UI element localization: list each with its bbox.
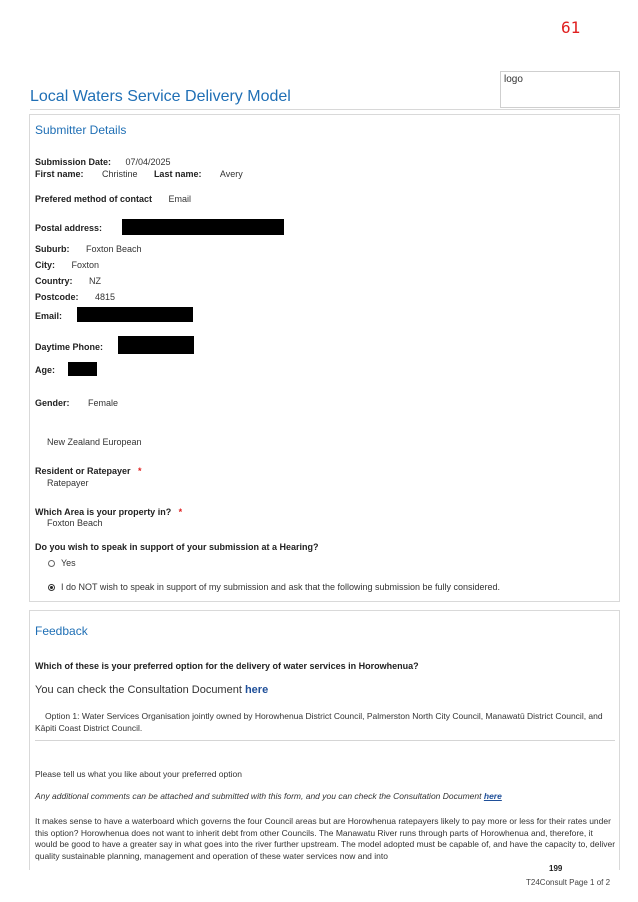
additional-comments-line: Any additional comments can be attached … xyxy=(35,791,502,803)
resident-ratepayer-value: Ratepayer xyxy=(47,478,89,488)
submitter-details-panel xyxy=(29,114,620,602)
country-value: NZ xyxy=(88,276,101,286)
hearing-yes-label: Yes xyxy=(61,558,76,568)
page-number: 61 xyxy=(561,18,581,37)
last-name-label: Last name: xyxy=(153,169,202,179)
resident-ratepayer-label: Resident or Ratepayer xyxy=(35,466,131,476)
first-name-label: First name: xyxy=(35,169,84,179)
daytime-phone-redacted xyxy=(118,336,194,354)
age-label: Age: xyxy=(35,365,55,375)
property-area-value: Foxton Beach xyxy=(47,518,103,528)
selected-option-text: Option 1: Water Services Organisation jo… xyxy=(35,711,603,733)
resident-label-row: Resident or Ratepayer * xyxy=(35,461,142,479)
email-redacted xyxy=(77,307,193,322)
email-label: Email: xyxy=(35,311,63,321)
logo-placeholder: logo xyxy=(500,71,620,108)
country-label: Country: xyxy=(35,276,73,286)
last-name-value: Avery xyxy=(219,169,243,179)
gender-row: Gender: Female xyxy=(35,393,118,411)
name-row: First name: Christine Last name: Avery xyxy=(35,164,243,182)
additional-comments-link[interactable]: here xyxy=(483,791,502,801)
daytime-phone-label: Daytime Phone: xyxy=(35,342,104,352)
hearing-option-no[interactable]: I do NOT wish to speak in support of my … xyxy=(48,582,500,592)
submission-date-value: 07/04/2025 xyxy=(125,157,171,167)
submission-date-row: Submission Date: 07/04/2025 xyxy=(35,152,171,170)
gender-label: Gender: xyxy=(35,398,70,408)
preferred-option-question: Which of these is your preferred option … xyxy=(35,661,419,671)
property-area-label: Which Area is your property in? xyxy=(35,507,172,517)
contact-method-label: Prefered method of contact xyxy=(35,194,153,204)
suburb-label: Suburb: xyxy=(35,244,70,254)
radio-selected-icon[interactable] xyxy=(48,583,55,591)
consultation-doc-line: You can check the Consultation Document … xyxy=(35,684,268,696)
contact-method-value: Email xyxy=(168,194,191,204)
radio-unselected-icon[interactable] xyxy=(48,559,55,567)
hearing-question: Do you wish to speak in support of your … xyxy=(35,542,319,552)
submitter-details-heading: Submitter Details xyxy=(35,123,127,137)
contact-row: Prefered method of contact Email xyxy=(35,189,191,207)
like-question: Please tell us what you like about your … xyxy=(35,769,242,779)
additional-comments-text: Any additional comments can be attached … xyxy=(35,791,482,801)
required-marker: * xyxy=(178,507,183,517)
consultation-doc-link[interactable]: here xyxy=(244,684,269,696)
feedback-heading: Feedback xyxy=(35,624,88,638)
ethnicity-value: New Zealand European xyxy=(47,437,142,447)
feedback-panel xyxy=(29,610,620,870)
city-row: City: Foxton xyxy=(35,255,99,273)
postcode-label: Postcode: xyxy=(35,292,79,302)
gender-value: Female xyxy=(87,398,118,408)
country-row: Country: NZ xyxy=(35,271,101,289)
postcode-row: Postcode: 4815 xyxy=(35,287,115,305)
submission-date-label: Submission Date: xyxy=(35,157,112,167)
postcode-value: 4815 xyxy=(94,292,115,302)
option-divider xyxy=(35,740,615,741)
area-label-row: Which Area is your property in? * xyxy=(35,502,182,520)
first-name-value: Christine xyxy=(101,169,138,179)
footer-page-code: 199 xyxy=(549,864,563,873)
postal-address-label: Postal address: xyxy=(35,223,103,233)
required-marker: * xyxy=(138,466,142,476)
title-divider xyxy=(30,109,620,110)
suburb-value: Foxton Beach xyxy=(85,244,142,254)
city-label: City: xyxy=(35,260,55,270)
city-value: Foxton xyxy=(71,260,99,270)
hearing-option-yes[interactable]: Yes xyxy=(48,558,76,568)
answer-text: It makes sense to have a waterboard whic… xyxy=(35,816,616,861)
age-redacted xyxy=(68,362,97,376)
suburb-row: Suburb: Foxton Beach xyxy=(35,239,142,257)
consultation-doc-text: You can check the Consultation Document xyxy=(35,684,242,696)
hearing-no-label: I do NOT wish to speak in support of my … xyxy=(61,582,501,592)
postal-address-redacted xyxy=(122,219,284,235)
footer-doc-ref: T24Consult Page 1 of 2 xyxy=(526,878,611,887)
page-title: Local Waters Service Delivery Model xyxy=(30,88,291,105)
